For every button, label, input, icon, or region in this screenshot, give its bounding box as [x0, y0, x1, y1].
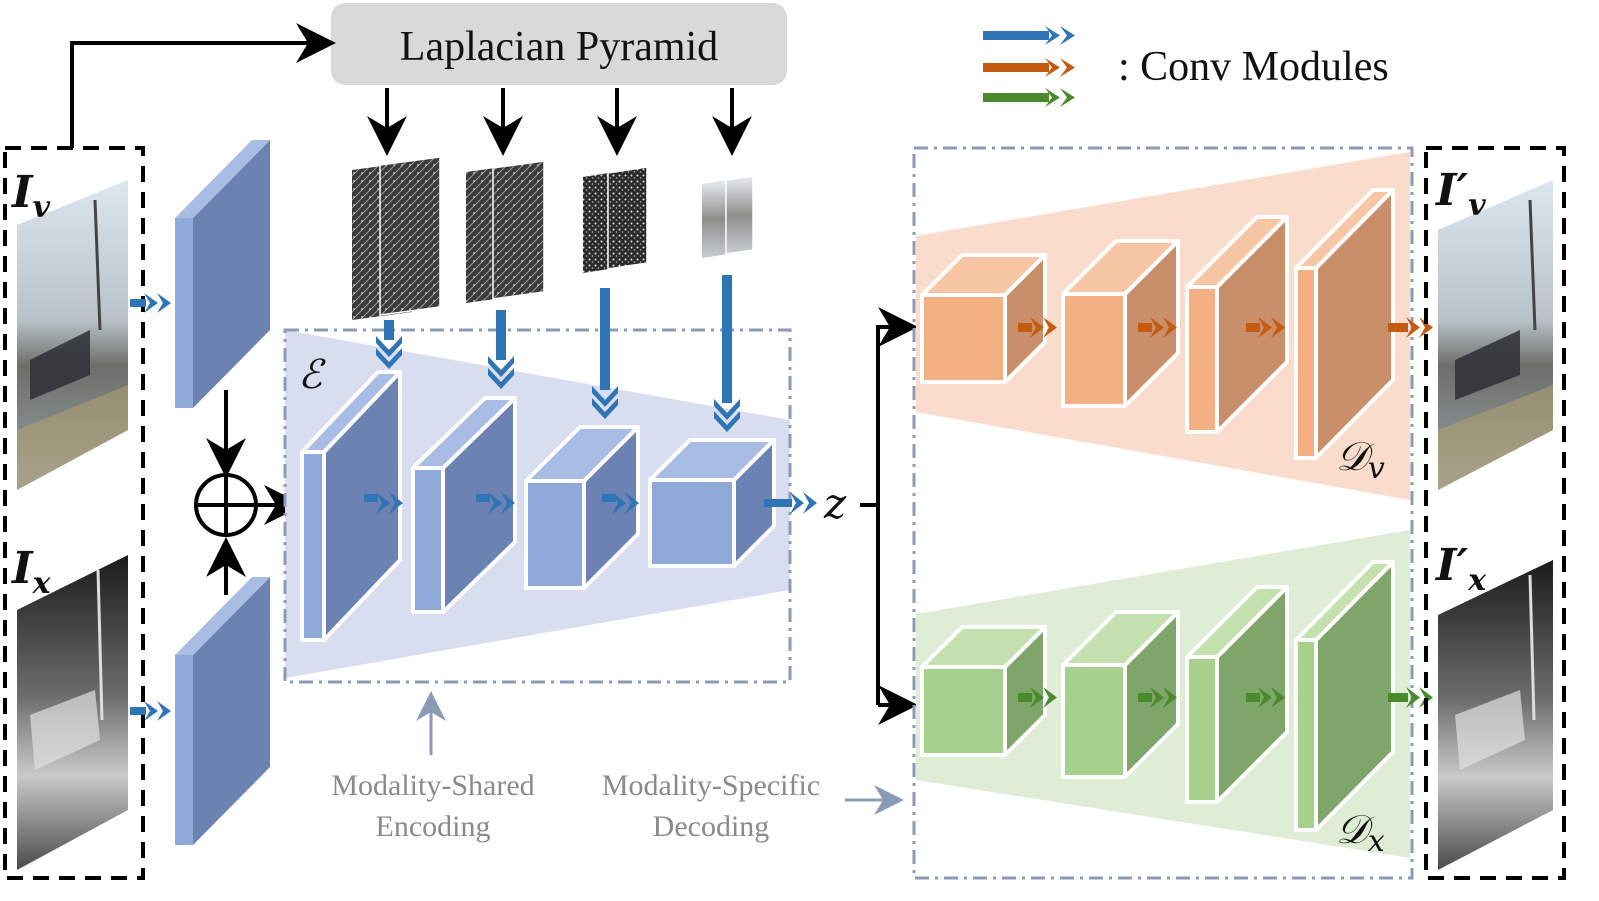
legend-arrow-blue	[983, 26, 1075, 45]
latent-z: z	[823, 479, 847, 528]
output-visible-label: I′v	[1434, 165, 1486, 223]
pyramid-level-2	[466, 160, 545, 303]
legend-arrow-green	[983, 88, 1075, 107]
pyramid-level-3	[583, 166, 648, 273]
infrared-input-slab	[175, 577, 270, 845]
encoder-block-2	[411, 396, 517, 614]
svg-text:Decoding: Decoding	[653, 810, 770, 843]
input-infrared-image	[17, 555, 128, 870]
legend-arrow-orange	[983, 58, 1075, 77]
decoder-frame	[912, 146, 1414, 880]
specific-decoding-caption: Modality-Specific Decoding	[602, 769, 904, 843]
svg-text:Modality-Specific: Modality-Specific	[602, 769, 820, 802]
encoder-conv-arrows	[0, 0, 817, 514]
infrared-decoder-conv-arrows	[1018, 687, 1433, 708]
output-visible-image	[1438, 180, 1553, 490]
visible-decoder-block-1	[920, 253, 1047, 384]
legend-label: : Conv Modules	[1118, 44, 1389, 90]
laplacian-pyramid-box: Laplacian Pyramid	[331, 3, 787, 85]
output-infrared-label: I′x	[1434, 540, 1487, 598]
svg-text:Encoding: Encoding	[376, 810, 491, 843]
infrared-decoder-block-1	[920, 625, 1047, 757]
output-frame	[1424, 146, 1566, 880]
input-infrared-label: Ix	[10, 543, 52, 601]
encoder-symbol: ℰ	[298, 352, 326, 398]
shared-encoding-caption: Modality-Shared Encoding	[331, 691, 535, 843]
pyramid-to-encoder-arrows	[376, 275, 740, 432]
encoder-block-1	[300, 370, 402, 642]
pyramid-level-4	[702, 175, 754, 258]
laplacian-pyramid-label: Laplacian Pyramid	[400, 24, 718, 70]
visible-decoder-block-4	[1294, 188, 1395, 460]
pyramid-level-images	[352, 156, 754, 320]
encoder-block-3	[524, 425, 640, 590]
pyramid-level-1	[352, 156, 441, 320]
sum-node	[194, 390, 304, 595]
input-conv-arrows	[130, 293, 171, 721]
input-visible-image	[17, 180, 128, 490]
visible-input-slab	[175, 140, 270, 408]
input-frame	[3, 146, 145, 880]
output-infrared-image	[1438, 560, 1553, 870]
input-to-pyramid-arrow	[70, 23, 336, 148]
input-visible-label: Iv	[10, 167, 51, 225]
legend: : Conv Modules	[983, 26, 1389, 107]
infrared-decoder-block-2	[1061, 610, 1180, 779]
infrared-decoder-block-4	[1294, 560, 1395, 832]
encoder-block-4	[648, 438, 776, 568]
visible-decoder-symbol: 𝒟v	[1336, 434, 1385, 486]
svg-text:Modality-Shared: Modality-Shared	[331, 769, 534, 802]
pyramid-down-arrows	[367, 88, 752, 156]
visible-decoder-conv-arrows	[1018, 317, 1433, 338]
latent-branch-arrows	[860, 307, 918, 725]
